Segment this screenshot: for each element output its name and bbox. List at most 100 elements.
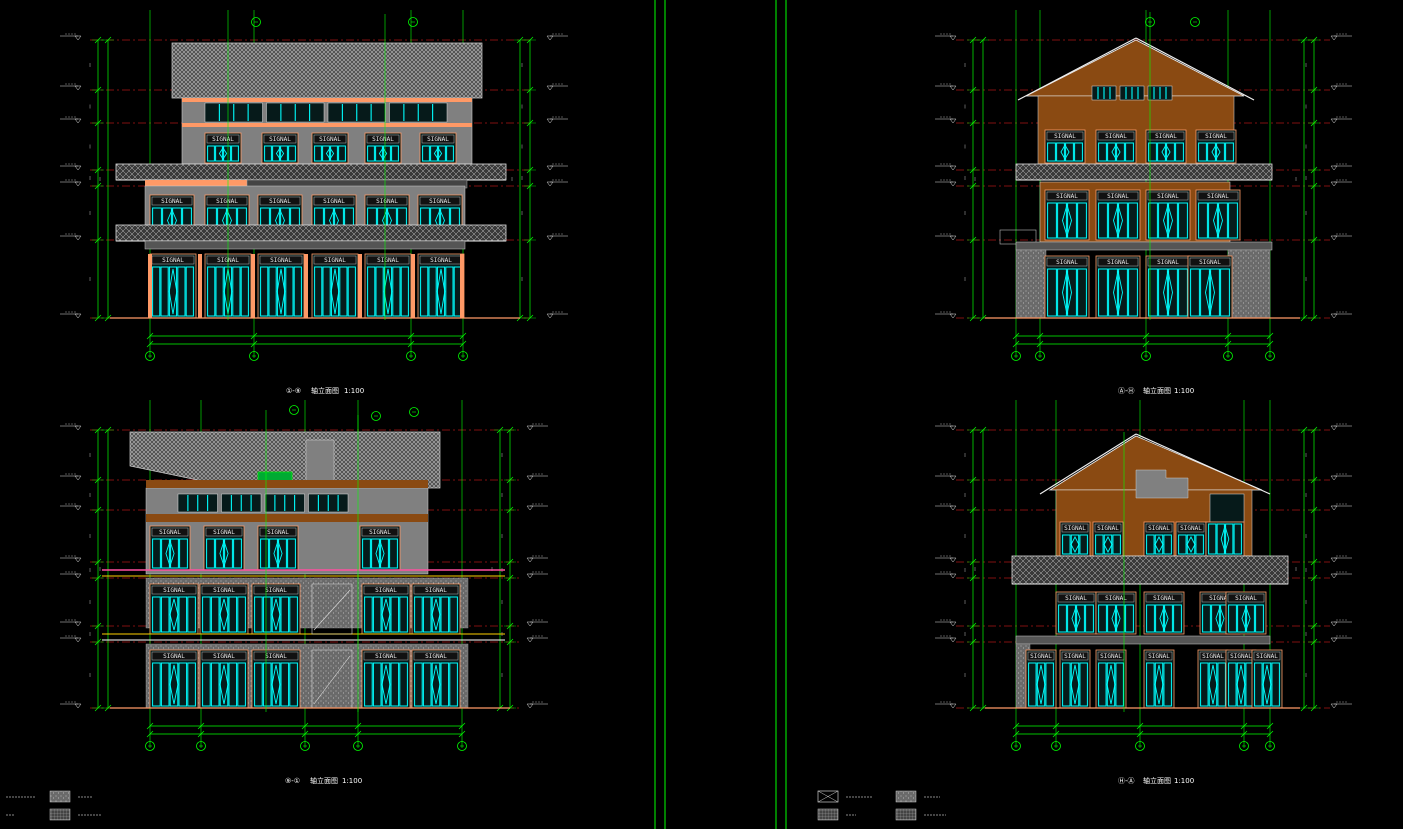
door-swing-diamond — [276, 268, 286, 315]
glass-panel — [364, 662, 373, 707]
level-triangle — [1330, 621, 1338, 627]
door-swing-diamond — [1111, 144, 1121, 160]
dimension-tick — [1012, 340, 1020, 348]
level-marker-icon — [935, 116, 957, 124]
signboard — [1061, 651, 1089, 661]
level-triangle — [1330, 557, 1338, 563]
signboard-text: SIGNAL — [369, 529, 391, 536]
signboard — [419, 196, 461, 206]
door-swing-diamond — [1205, 270, 1215, 315]
dimension-tick — [1136, 722, 1144, 730]
signboard — [206, 134, 240, 144]
door-swing-diamond — [271, 664, 281, 705]
title-2-name: 轴立面图 — [1143, 386, 1171, 395]
level2-wall — [144, 185, 466, 227]
signboard-text: SIGNAL — [1205, 133, 1227, 140]
level-marker-icon — [60, 503, 82, 511]
glass-panel — [1216, 523, 1225, 555]
level-marker-icon — [60, 179, 82, 187]
glass-panel — [428, 266, 437, 317]
hatch-swatch-icon — [895, 808, 917, 821]
glazed-door: SIGNAL — [1251, 649, 1283, 709]
level-triangle — [74, 313, 82, 319]
dimension-tick — [1266, 332, 1274, 340]
level-marker-icon — [60, 163, 82, 171]
signboard-text: SIGNAL — [267, 529, 289, 536]
glazed-door: SIGNAL — [1143, 521, 1175, 557]
dimension-tick — [301, 730, 309, 738]
signboard — [253, 651, 299, 661]
roof-hatch — [171, 42, 483, 99]
glass-panel — [187, 662, 196, 707]
glazed-door: SIGNAL — [1095, 129, 1137, 164]
glass-panel — [179, 538, 188, 569]
glass-panel — [446, 145, 454, 162]
hatch-swatch-icon — [817, 808, 839, 821]
signboard-text: SIGNAL — [1056, 259, 1078, 266]
axis-bubble-icon — [1011, 741, 1021, 751]
glazed-door: SIGNAL — [1197, 649, 1229, 709]
glass-panel — [160, 662, 170, 707]
axis-bubble-icon — [409, 407, 419, 417]
glazed-door: SIGNAL — [1145, 129, 1187, 164]
glass-panel — [1148, 268, 1158, 317]
door-swing-diamond — [168, 268, 178, 315]
axis-bubble-circle — [251, 17, 261, 27]
glass-panel — [152, 596, 161, 633]
axis-bubble-circle — [289, 405, 299, 415]
title-1-prefix: ①-⑨ — [286, 387, 301, 395]
glass-panel — [1062, 662, 1071, 707]
glass-panel — [1115, 662, 1124, 707]
glass-panel — [178, 596, 188, 633]
glass-panel — [268, 266, 277, 317]
door-swing-diamond — [219, 664, 229, 705]
level-marker-icon — [526, 473, 548, 481]
glass-panel — [1166, 142, 1175, 162]
door-swing-diamond — [1070, 664, 1080, 705]
dimension-tick — [1266, 730, 1274, 738]
level-marker-icon — [1330, 33, 1352, 41]
glazed-door: SIGNAL — [203, 525, 245, 571]
level-triangle — [1330, 703, 1338, 709]
level-triangle — [526, 621, 534, 627]
balcony-railing — [115, 224, 507, 242]
signboard — [363, 585, 409, 595]
glass-panel — [285, 266, 294, 317]
dimension-tick — [1266, 722, 1274, 730]
signboard-text: SIGNAL — [212, 136, 234, 143]
title-3-name: 轴立面图 — [310, 776, 338, 785]
glass-panel — [1158, 202, 1168, 239]
dimension-tick — [407, 332, 415, 340]
level-triangle — [949, 235, 957, 241]
axis-bubble-icon — [1223, 351, 1233, 361]
level-marker-icon — [935, 311, 957, 319]
level-triangle — [1330, 181, 1338, 187]
level-marker-icon — [935, 503, 957, 511]
signboard — [1057, 593, 1095, 603]
glazed-door: SIGNAL — [1044, 129, 1086, 164]
door-swing-diamond — [219, 598, 229, 631]
level-triangle — [949, 557, 957, 563]
level-marker-icon — [1330, 83, 1352, 91]
level-marker-icon — [935, 33, 957, 41]
signboard-text: SIGNAL — [1054, 133, 1076, 140]
glass-panel — [178, 662, 188, 707]
axis-bubble-circle — [145, 741, 155, 751]
door-swing-diamond — [1211, 144, 1221, 160]
axis-bubble-icon — [196, 741, 206, 751]
axis-bubble-icon — [1190, 17, 1200, 27]
level-marker-icon — [546, 311, 568, 319]
signboard — [1147, 191, 1189, 201]
signboard-text: SIGNAL — [161, 198, 183, 205]
glazed-door: SIGNAL — [257, 253, 305, 319]
door-swing-diamond — [1113, 270, 1123, 315]
level-marker-icon — [1330, 555, 1352, 563]
column-trim — [148, 254, 152, 318]
signboard — [151, 527, 189, 537]
title-elevation-3: ⑨-① 轴立面图 1:100 — [285, 776, 362, 785]
glass-panel — [372, 662, 382, 707]
dimension-tick — [1224, 332, 1232, 340]
glass-panel — [1098, 662, 1107, 707]
signboard-text: SIGNAL — [159, 529, 181, 536]
